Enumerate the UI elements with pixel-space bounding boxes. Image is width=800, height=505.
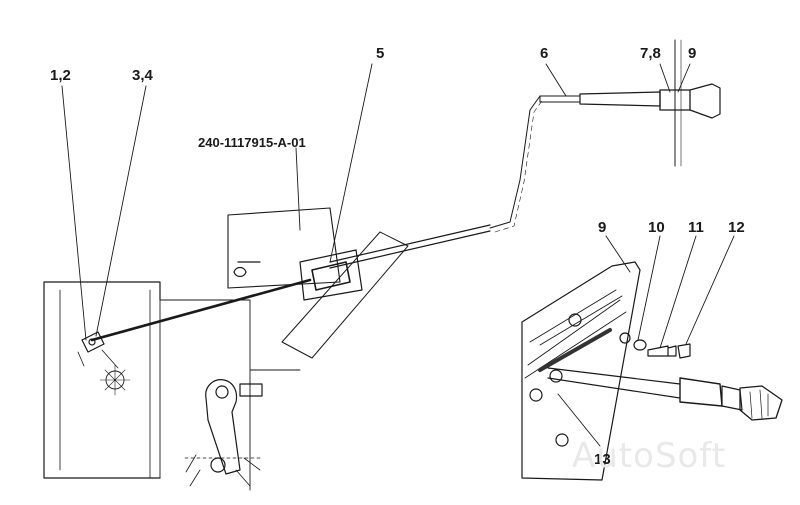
leader-lines	[61, 63, 735, 447]
callout-10: 10	[648, 219, 665, 236]
part-number-label: 240-1117915-A-01	[198, 135, 306, 150]
inset-panel	[521, 261, 641, 481]
callout-11: 11	[688, 219, 704, 236]
callout-13: 13	[594, 451, 611, 468]
callout-5: 5	[376, 45, 385, 62]
washer-bolt-nut	[633, 339, 691, 359]
cable-bracket	[227, 207, 409, 359]
callout-6: 6	[540, 45, 549, 62]
callout-1-2: 1,2	[50, 67, 71, 84]
callout-9-inset: 9	[598, 219, 607, 236]
callout-12: 12	[728, 219, 745, 236]
callout-7-8: 7,8	[640, 45, 661, 62]
inset-knob-shaft	[547, 367, 783, 421]
engine-block-outline	[43, 281, 301, 491]
watermark: AutoSoft	[572, 436, 727, 476]
cable-end-clamp	[77, 331, 131, 396]
callout-3-4: 3,4	[132, 67, 153, 84]
dash-knob-top	[539, 39, 721, 167]
throttle-cable	[90, 95, 545, 342]
callout-9-top: 9	[688, 45, 697, 62]
throttle-lever	[184, 379, 263, 487]
